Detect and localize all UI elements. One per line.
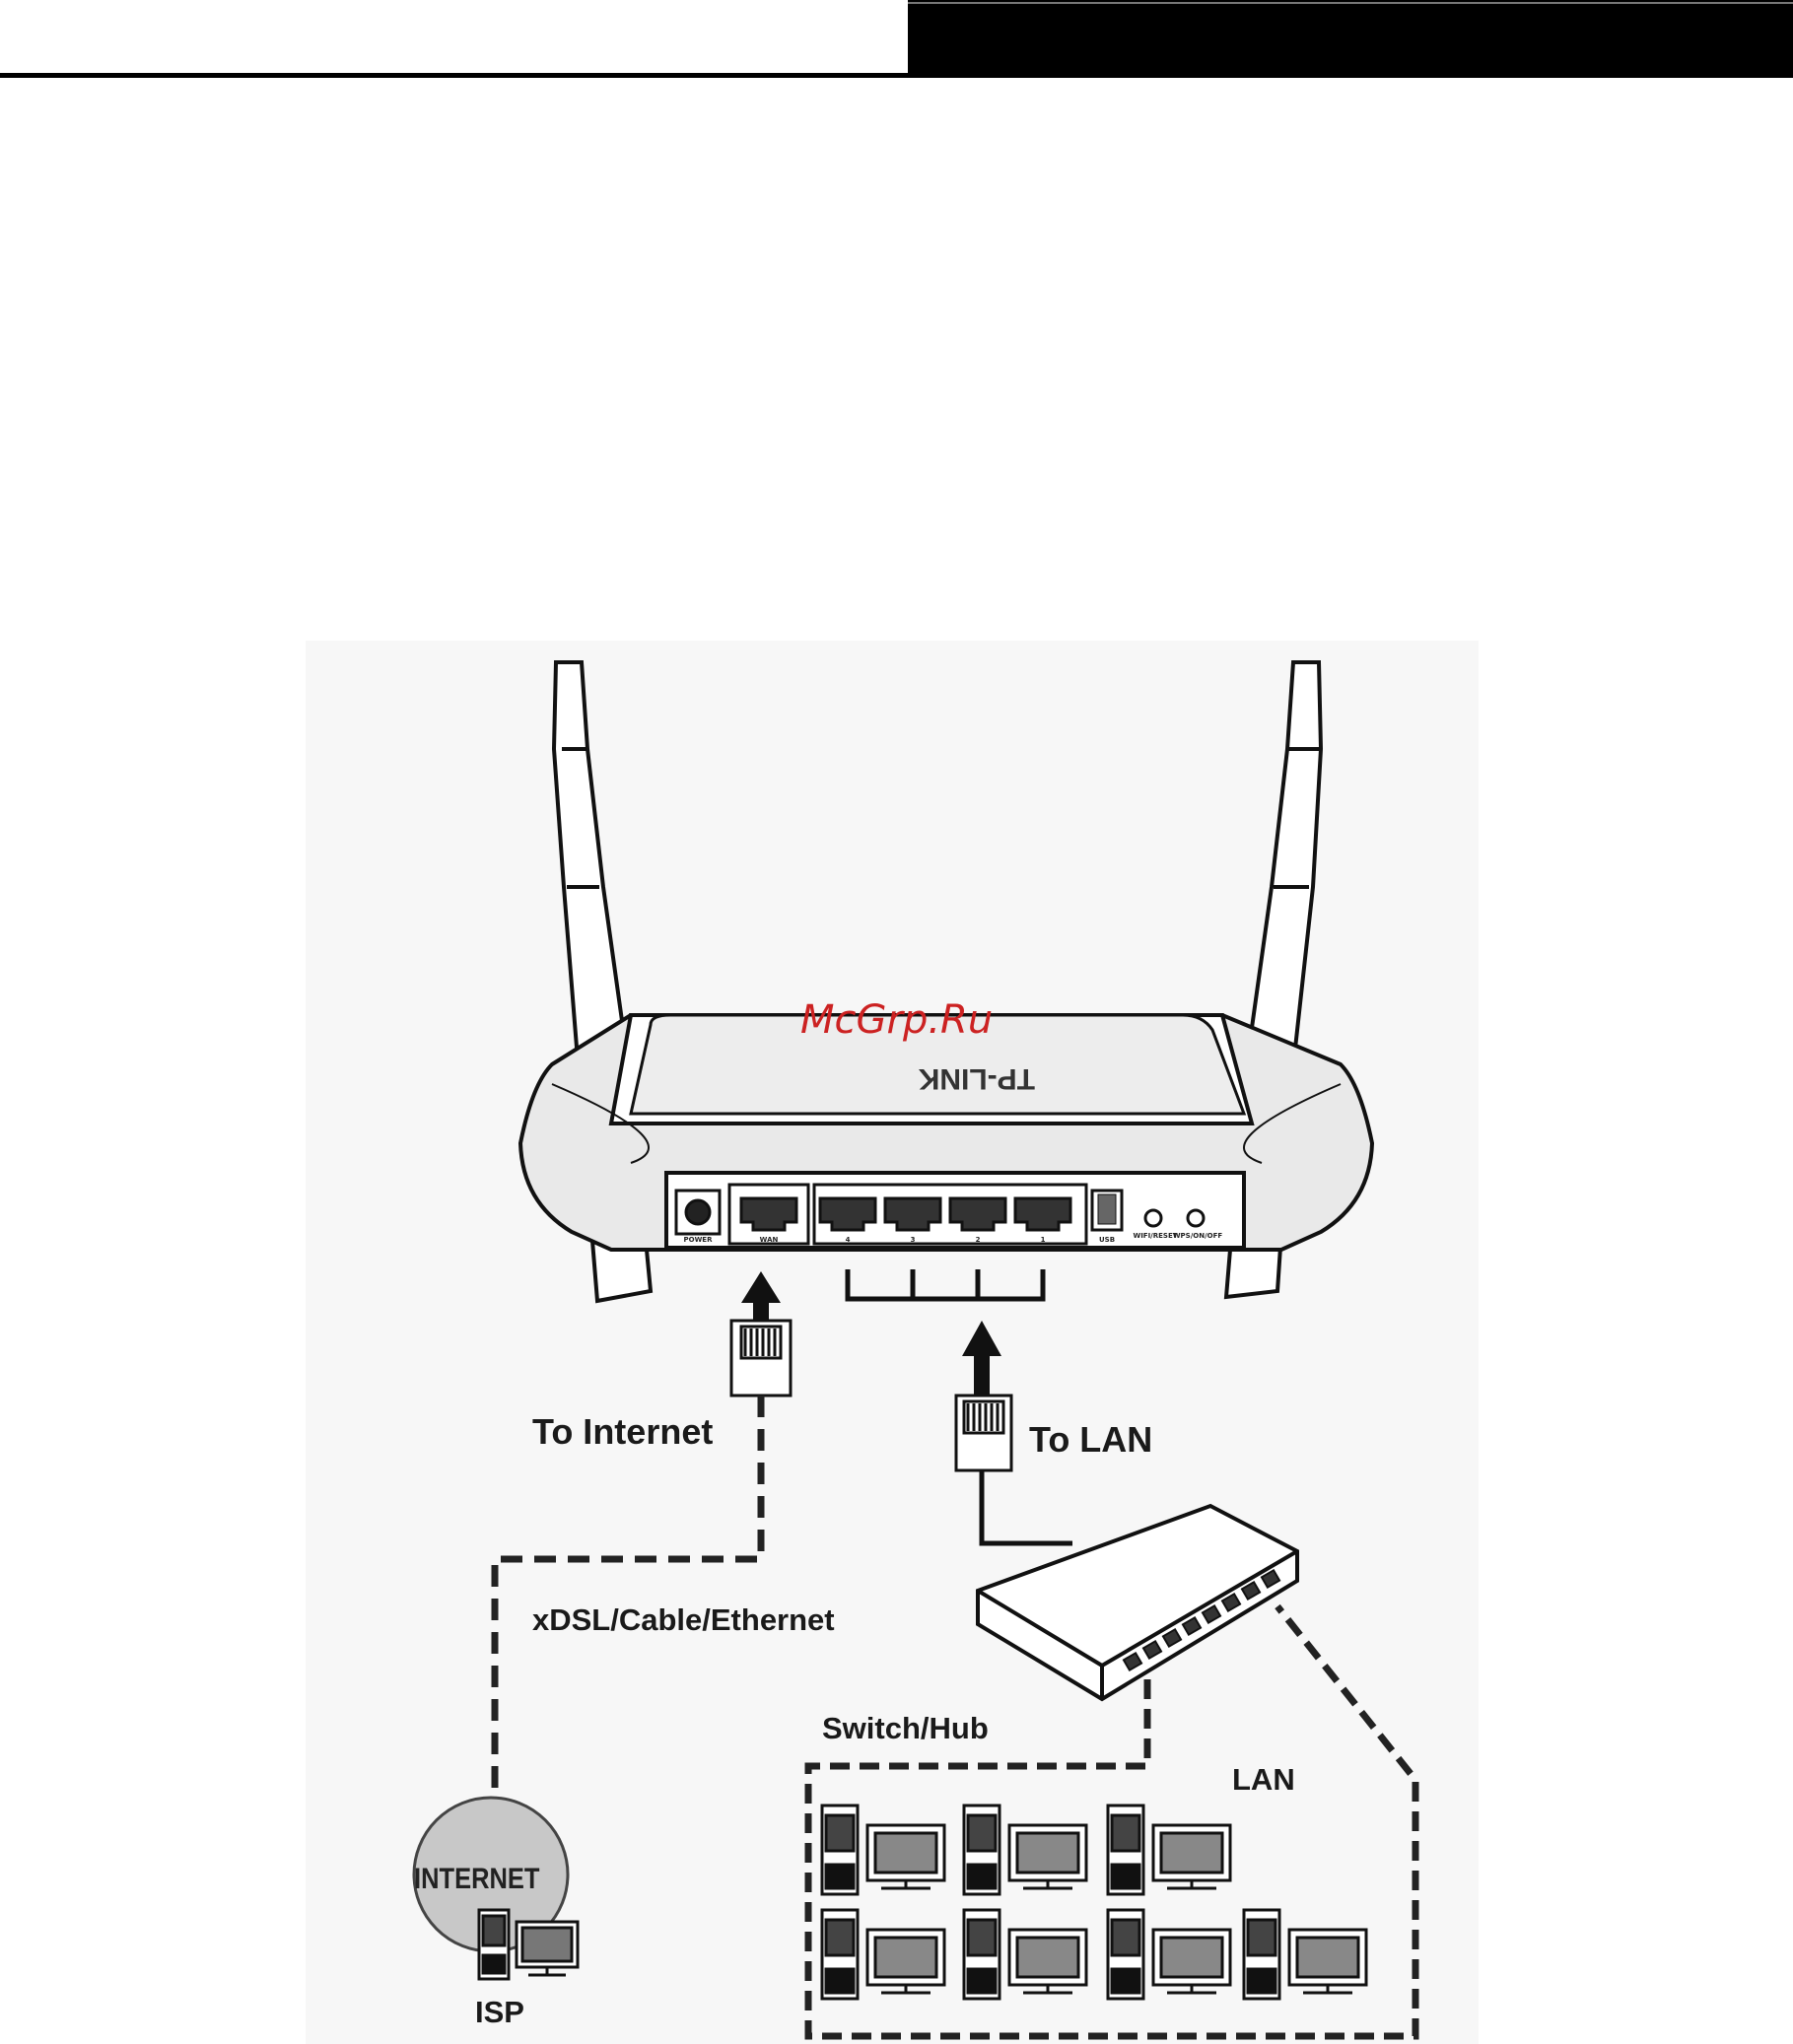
port-label-usb: USB	[1099, 1236, 1115, 1244]
port-label-3: 3	[911, 1236, 916, 1244]
internet-label: INTERNET	[414, 1863, 540, 1896]
switch-hub-label: Switch/Hub	[822, 1711, 989, 1746]
router-brand-logo: TP-LINK	[918, 1062, 1035, 1095]
wifi-reset-button	[1145, 1210, 1161, 1226]
port-label-2: 2	[976, 1236, 981, 1244]
lan-label: LAN	[1232, 1762, 1295, 1798]
port-label-1: 1	[1041, 1236, 1046, 1244]
port-label-wps: WPS/ON/OFF	[1173, 1232, 1223, 1240]
isp-computer-icon	[479, 1910, 578, 1979]
lan-plug	[956, 1396, 1011, 1470]
port-label-wifi-reset: WIFI/RESET	[1133, 1232, 1177, 1240]
wan-plug	[731, 1321, 791, 1396]
port-label-power: POWER	[684, 1236, 714, 1244]
isp-label: ISP	[475, 1995, 524, 2030]
connection-type-label: xDSL/Cable/Ethernet	[532, 1602, 835, 1638]
to-lan-label: To LAN	[1029, 1419, 1152, 1461]
power-jack	[686, 1200, 710, 1224]
port-label-4: 4	[846, 1236, 851, 1244]
port-label-wan: WAN	[760, 1236, 779, 1244]
watermark: McGrp.Ru	[800, 997, 993, 1043]
to-internet-label: To Internet	[532, 1411, 713, 1453]
wps-button	[1188, 1210, 1204, 1226]
